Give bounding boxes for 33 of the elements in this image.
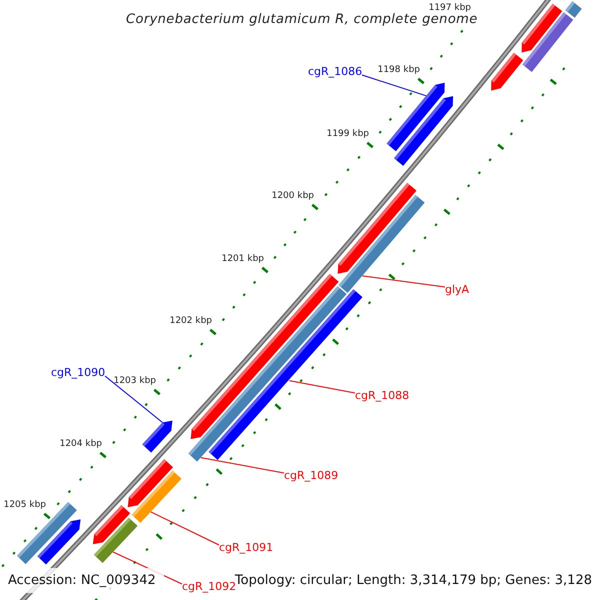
gene-block: [522, 12, 574, 72]
genome-summary: Topology: circular; Length: 3,314,179 bp; Genes: 3,128: [234, 573, 592, 588]
gene-block: [128, 459, 173, 508]
leader-line: [288, 380, 356, 394]
gene-label: glyA: [445, 283, 470, 296]
gene-block: [37, 519, 81, 564]
gene-block: [491, 52, 524, 91]
scale-label: 1201 kbp: [222, 254, 264, 264]
scale-label: 1205 kbp: [4, 500, 46, 510]
gene-label: cgR_1091: [219, 541, 274, 554]
scale-label: 1197 kbp: [428, 3, 471, 13]
diagram-title: Corynebacterium glutamicum R, complete genome: [126, 12, 478, 27]
gene-label: cgR_1090: [51, 366, 106, 379]
scale-label: 1204 kbp: [60, 439, 102, 449]
leader-line: [200, 457, 284, 474]
scale-label: 1203 kbp: [114, 376, 156, 386]
gene-block: [142, 420, 172, 453]
gene-block: [565, 1, 582, 18]
gene-block: [92, 505, 130, 544]
scale-label: 1200 kbp: [272, 191, 314, 201]
gene-label: cgR_1088: [355, 389, 410, 402]
gene-block: [338, 182, 416, 274]
leader-line: [104, 376, 163, 423]
scale-label: 1198 kbp: [378, 65, 420, 75]
leader-line: [362, 74, 427, 96]
scale-label: 1199 kbp: [326, 129, 369, 139]
scale-label: 1202 kbp: [170, 316, 212, 326]
gene-label: cgR_1092: [182, 580, 236, 593]
gene-block: [394, 96, 454, 166]
gene-label: cgR_1089: [284, 469, 338, 482]
leader-line: [362, 275, 446, 288]
gene-block: [190, 274, 339, 440]
gene-label: cgR_1086: [308, 65, 362, 78]
